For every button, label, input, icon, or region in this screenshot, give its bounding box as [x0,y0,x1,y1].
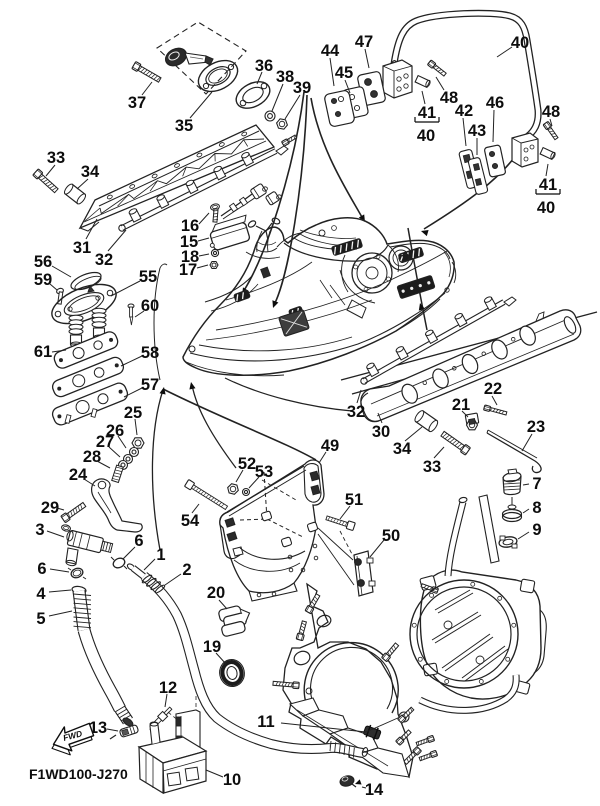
svg-text:54: 54 [181,512,200,530]
svg-text:40: 40 [511,34,529,52]
svg-text:10: 10 [223,771,241,789]
svg-text:33: 33 [47,149,65,167]
svg-text:31: 31 [73,239,91,257]
svg-text:47: 47 [355,33,373,51]
svg-text:25: 25 [124,404,142,422]
svg-text:3: 3 [35,521,44,539]
svg-text:21: 21 [452,396,470,414]
svg-text:57: 57 [141,376,159,394]
svg-text:48: 48 [542,103,560,121]
svg-text:20: 20 [207,584,225,602]
svg-text:51: 51 [345,491,363,509]
svg-text:56: 56 [34,253,52,271]
svg-text:2: 2 [182,561,191,579]
svg-text:12: 12 [159,679,177,697]
svg-text:6: 6 [37,560,46,578]
svg-text:32: 32 [347,403,365,421]
svg-text:32: 32 [95,251,113,269]
svg-text:37: 37 [128,94,146,112]
svg-text:48: 48 [440,89,458,107]
svg-text:46: 46 [486,94,504,112]
svg-text:36: 36 [255,57,273,75]
svg-text:55: 55 [139,268,157,286]
svg-text:59: 59 [34,271,52,289]
svg-text:39: 39 [293,79,311,97]
svg-text:16: 16 [181,217,199,235]
svg-text:33: 33 [423,458,441,476]
svg-text:23: 23 [527,418,545,436]
svg-text:1: 1 [156,546,165,564]
svg-text:18: 18 [181,248,199,266]
svg-text:41: 41 [539,176,557,194]
svg-text:35: 35 [175,117,193,135]
svg-text:5: 5 [36,610,45,628]
svg-text:19: 19 [203,638,221,656]
svg-text:49: 49 [321,437,339,455]
svg-text:7: 7 [532,475,541,493]
svg-text:58: 58 [141,344,159,362]
svg-text:FWD: FWD [62,728,83,743]
svg-text:44: 44 [321,42,340,60]
svg-text:13: 13 [89,719,107,737]
svg-text:60: 60 [141,297,159,315]
svg-text:29: 29 [41,499,59,517]
svg-text:34: 34 [393,440,412,458]
svg-text:15: 15 [180,233,198,251]
svg-text:27: 27 [96,433,114,451]
svg-text:24: 24 [69,466,88,484]
svg-text:43: 43 [468,122,486,140]
svg-text:4: 4 [36,585,46,603]
svg-text:50: 50 [382,527,400,545]
svg-text:8: 8 [532,499,541,517]
svg-text:38: 38 [276,68,294,86]
svg-text:52: 52 [238,455,256,473]
svg-text:40: 40 [417,127,435,145]
svg-text:53: 53 [255,463,273,481]
svg-text:11: 11 [257,713,274,731]
svg-text:41: 41 [418,104,436,122]
svg-text:F1WD100-J270: F1WD100-J270 [29,766,128,782]
svg-text:17: 17 [179,261,197,279]
svg-text:30: 30 [372,423,390,441]
svg-text:9: 9 [532,521,541,539]
svg-text:14: 14 [365,781,384,799]
svg-text:42: 42 [455,102,473,120]
svg-text:28: 28 [83,448,101,466]
svg-text:26: 26 [106,422,124,440]
svg-text:61: 61 [34,343,52,361]
svg-text:22: 22 [484,380,502,398]
svg-text:40: 40 [537,199,555,217]
svg-text:6: 6 [134,532,143,550]
svg-text:45: 45 [335,64,353,82]
svg-text:34: 34 [81,163,100,181]
